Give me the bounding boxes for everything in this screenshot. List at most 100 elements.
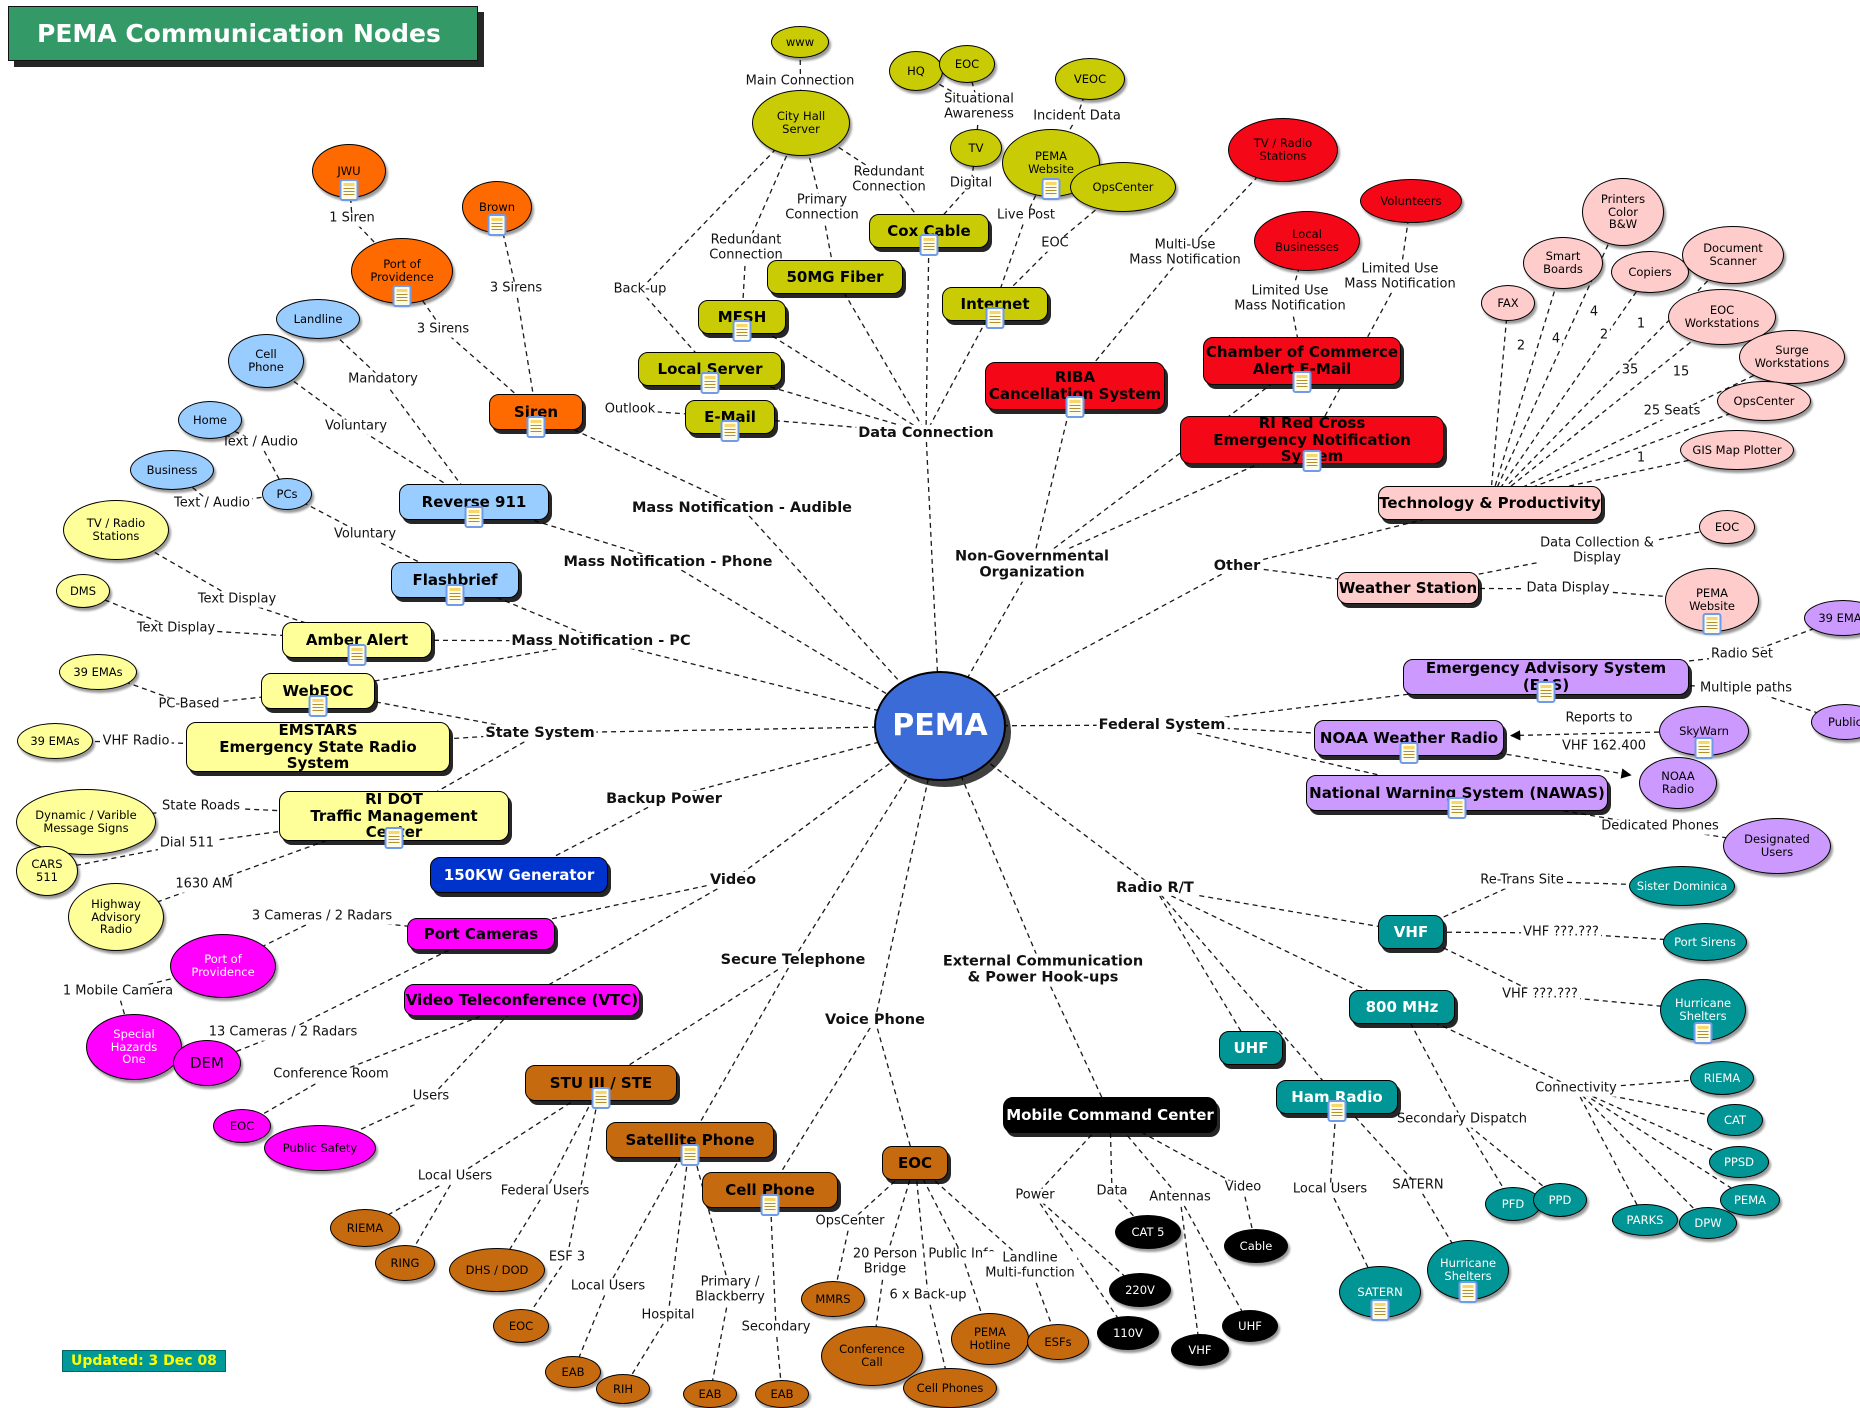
node-docscanner[interactable]: Document Scanner xyxy=(1682,226,1784,284)
node-eab3[interactable]: EAB xyxy=(755,1380,809,1408)
node-cat-t[interactable]: CAT xyxy=(1707,1104,1763,1136)
node-veoc[interactable]: VEOC xyxy=(1055,58,1125,100)
node-dynsigns[interactable]: Dynamic / Varible Message Signs xyxy=(16,789,156,855)
node-esfs[interactable]: ESFs xyxy=(1027,1324,1089,1360)
node-riema-t[interactable]: RIEMA xyxy=(1690,1061,1754,1095)
node-vhf-t[interactable]: VHF xyxy=(1378,915,1444,949)
node-satern-e[interactable]: SATERN xyxy=(1339,1266,1421,1321)
node-rih[interactable]: RIH xyxy=(596,1374,650,1404)
attachment-icon[interactable] xyxy=(1292,371,1312,393)
node-portprov-m[interactable]: Port of Providence xyxy=(170,934,276,998)
node-redcross[interactable]: RI Red Cross Emergency Notification Syst… xyxy=(1180,414,1444,472)
node-stu[interactable]: STU III / STE xyxy=(525,1065,677,1109)
node-v110[interactable]: 110V xyxy=(1097,1316,1159,1350)
node-eoc-mag[interactable]: EOC xyxy=(213,1109,271,1143)
attachment-icon[interactable] xyxy=(384,827,404,849)
node-emas-p[interactable]: 39 EMAs xyxy=(1804,600,1860,636)
node-ridot[interactable]: RI DOT Traffic Management Center xyxy=(279,790,509,849)
attachment-icon[interactable] xyxy=(1694,737,1714,759)
attachment-icon[interactable] xyxy=(700,372,720,394)
node-cox-cable[interactable]: Cox Cable xyxy=(869,214,989,256)
node-public-p[interactable]: Public xyxy=(1811,704,1860,740)
attachment-icon[interactable] xyxy=(732,320,752,342)
node-siren[interactable]: Siren xyxy=(489,394,583,438)
attachment-icon[interactable] xyxy=(720,420,740,442)
node-dms[interactable]: DMS xyxy=(56,574,110,608)
node-ring[interactable]: RING xyxy=(375,1245,435,1281)
node-tvradio-y[interactable]: TV / Radio Stations xyxy=(63,500,169,560)
node-flashbrief[interactable]: Flashbrief xyxy=(391,562,519,606)
node-cat5[interactable]: CAT 5 xyxy=(1115,1215,1181,1249)
node-nawas[interactable]: National Warning System (NAWAS) xyxy=(1306,775,1608,819)
node-weather[interactable]: Weather Station xyxy=(1337,572,1479,604)
node-local-biz[interactable]: Local Businesses xyxy=(1254,211,1360,271)
node-emstars[interactable]: EMSTARS Emergency State Radio System xyxy=(186,721,450,772)
node-pubsafety[interactable]: Public Safety xyxy=(264,1125,376,1171)
node-uhf-t[interactable]: UHF xyxy=(1219,1031,1283,1065)
node-parks-t[interactable]: PARKS xyxy=(1612,1204,1678,1236)
node-v220[interactable]: 220V xyxy=(1109,1273,1171,1307)
node-noaa-radio[interactable]: NOAA Radio xyxy=(1639,757,1717,809)
attachment-icon[interactable] xyxy=(1065,396,1085,418)
attachment-icon[interactable] xyxy=(1447,797,1467,819)
attachment-icon[interactable] xyxy=(760,1194,780,1216)
node-volunteers[interactable]: Volunteers xyxy=(1360,179,1462,223)
node-eoc-br[interactable]: EOC xyxy=(493,1309,549,1343)
attachment-icon[interactable] xyxy=(919,234,939,256)
node-cars511[interactable]: CARS 511 xyxy=(16,846,78,896)
attachment-icon[interactable] xyxy=(392,285,412,307)
node-cable[interactable]: Cable xyxy=(1224,1229,1288,1263)
node-ham[interactable]: Ham Radio xyxy=(1276,1080,1398,1122)
node-hurr2[interactable]: Hurricane Shelters xyxy=(1427,1240,1509,1303)
node-uhf-b[interactable]: UHF xyxy=(1222,1310,1278,1342)
node-emas-y1[interactable]: 39 EMAs xyxy=(59,654,137,690)
node-portcam[interactable]: Port Cameras xyxy=(407,918,555,950)
node-riba[interactable]: RIBA Cancellation System xyxy=(985,362,1165,418)
node-pema[interactable]: PEMA xyxy=(874,671,1006,781)
attachment-icon[interactable] xyxy=(1370,1299,1390,1321)
attachment-icon[interactable] xyxy=(591,1087,611,1109)
node-vhf-b[interactable]: VHF xyxy=(1171,1334,1229,1366)
node-eab2[interactable]: EAB xyxy=(683,1380,737,1408)
node-pema-website-pink[interactable]: PEMA Website xyxy=(1665,568,1759,635)
node-home[interactable]: Home xyxy=(178,401,242,439)
node-cellphone-blue[interactable]: Cell Phone xyxy=(228,334,304,388)
node-mesh[interactable]: MESH xyxy=(698,300,786,342)
node-opscenter-pink[interactable]: OpsCenter xyxy=(1717,381,1811,421)
node-portprov-o[interactable]: Port of Providence xyxy=(351,238,453,307)
node-pfd[interactable]: PFD xyxy=(1485,1187,1541,1221)
node-jwu[interactable]: JWU xyxy=(312,144,386,201)
node-eoc-brown-box[interactable]: EOC xyxy=(882,1146,948,1180)
node-fiber50[interactable]: 50MG Fiber xyxy=(767,260,903,294)
node-hwy-radio[interactable]: Highway Advisory Radio xyxy=(68,883,164,951)
node-business[interactable]: Business xyxy=(130,450,214,490)
node-desig-users[interactable]: Designated Users xyxy=(1723,818,1831,874)
node-satphone[interactable]: Satellite Phone xyxy=(606,1122,774,1166)
attachment-icon[interactable] xyxy=(445,584,465,606)
node-skywarn[interactable]: SkyWarn xyxy=(1659,706,1749,759)
node-hurr1[interactable]: Hurricane Shelters xyxy=(1660,979,1746,1044)
node-copiers[interactable]: Copiers xyxy=(1611,251,1689,293)
attachment-icon[interactable] xyxy=(487,214,507,236)
attachment-icon[interactable] xyxy=(985,307,1005,329)
node-printers[interactable]: Printers Color B&W xyxy=(1582,178,1664,246)
node-tv-radio-red[interactable]: TV / Radio Stations xyxy=(1228,118,1338,182)
node-tv-top[interactable]: TV xyxy=(950,129,1002,167)
node-techprod[interactable]: Technology & Productivity xyxy=(1378,486,1602,520)
node-cityhall[interactable]: City Hall Server xyxy=(752,90,850,156)
node-emas-y2[interactable]: 39 EMAs xyxy=(17,723,93,759)
node-opscenter-top[interactable]: OpsCenter xyxy=(1070,162,1176,212)
node-pema-hotline[interactable]: PEMA Hotline xyxy=(951,1313,1029,1365)
node-surge-ws[interactable]: Surge Workstations xyxy=(1739,330,1845,384)
node-smartboards[interactable]: Smart Boards xyxy=(1523,237,1603,289)
node-hq[interactable]: HQ xyxy=(889,51,943,91)
node-dpw-t[interactable]: DPW xyxy=(1679,1207,1737,1239)
node-pcs[interactable]: PCs xyxy=(262,478,312,510)
node-gen150[interactable]: 150KW Generator xyxy=(430,857,608,893)
node-spechaz[interactable]: Special Hazards One xyxy=(86,1014,182,1080)
node-local-server[interactable]: Local Server xyxy=(638,352,782,394)
node-internet[interactable]: Internet xyxy=(942,287,1048,329)
attachment-icon[interactable] xyxy=(339,179,359,201)
node-webeoc[interactable]: WebEOC xyxy=(261,673,375,717)
attachment-icon[interactable] xyxy=(526,416,546,438)
